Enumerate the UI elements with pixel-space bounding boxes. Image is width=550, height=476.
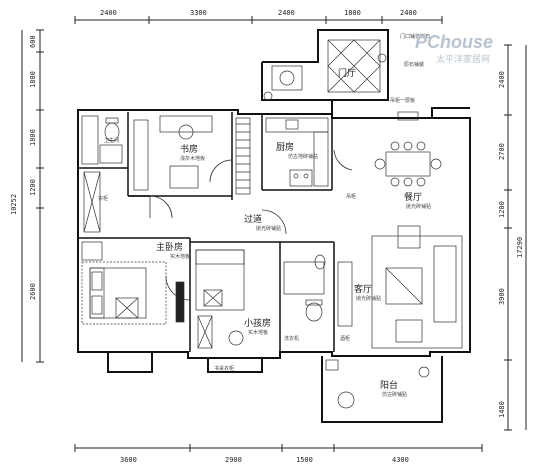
dining-table xyxy=(374,111,442,187)
floor-note-study: 浅灰木地板 xyxy=(180,155,205,162)
floor-note-balcony: 仿古砖铺贴 xyxy=(382,391,407,398)
left-dim-label: 600 xyxy=(29,35,37,48)
top-dim-label: 2400 xyxy=(278,9,295,17)
room-label-small-bedroom: 小孩房 xyxy=(244,317,271,329)
right-total-dim-label: 17290 xyxy=(516,237,524,258)
window-note-1: 门口铺花岗石 xyxy=(400,33,430,40)
floor-note-corridor: 抛光砖铺贴 xyxy=(256,225,281,232)
top-dim-label: 3300 xyxy=(190,9,207,17)
window-note-2: 原石铺装 xyxy=(404,61,424,68)
left-dim-label: 1800 xyxy=(29,71,37,88)
watermark-brand: PChouse xyxy=(415,32,493,52)
right-dim-label: 2700 xyxy=(498,143,506,160)
outer-walls xyxy=(77,29,471,423)
floor-note-dining: 抛光砖铺贴 xyxy=(406,203,431,210)
right-dimension-line xyxy=(504,44,527,431)
living-room-furniture xyxy=(337,225,463,349)
top-dimension-line xyxy=(74,16,443,24)
shelf-annotation: 酒柜 xyxy=(340,335,350,342)
laundry-annotation: 洗衣机 xyxy=(284,335,299,342)
left-dimension-line xyxy=(21,29,44,363)
top-dim-label: 2400 xyxy=(100,9,117,17)
floor-note-living: 抛光砖铺贴 xyxy=(356,295,381,302)
study-furniture xyxy=(133,115,251,195)
dining-side-annotation: 吊柜 xyxy=(346,193,356,200)
right-dim-label: 3900 xyxy=(498,288,506,305)
room-label-garden: 门厅 xyxy=(338,67,356,79)
right-dim-label: 1480 xyxy=(498,401,506,418)
bottom-dim-label: 4300 xyxy=(392,456,409,464)
left-dim-label: 1200 xyxy=(29,179,37,196)
balcony-furniture xyxy=(325,359,430,409)
floor-note-kitchen: 仿古地砖铺贴 xyxy=(288,153,318,160)
bottom-dimension-line xyxy=(74,444,483,452)
terrace-garden xyxy=(263,39,387,101)
bathroom-fixtures xyxy=(81,115,326,322)
small-bed xyxy=(195,249,245,349)
room-label-corridor: 过道 xyxy=(244,213,262,225)
left-total-dim-label: 10252 xyxy=(10,194,18,215)
bottom-dim-label: 3600 xyxy=(120,456,137,464)
child-room-annotation: 书桌衣柜 xyxy=(214,365,234,372)
dining-top-annotation: 吊柜一层板 xyxy=(390,97,415,104)
room-label-living: 客厅 xyxy=(354,283,372,295)
left-dim-label: 1800 xyxy=(29,129,37,146)
right-dim-label: 2400 xyxy=(498,71,506,88)
master-bed xyxy=(81,241,185,325)
doors xyxy=(149,149,353,301)
watermark-sub: 太平洋家居网 xyxy=(436,53,490,65)
bottom-dim-label: 2900 xyxy=(225,456,242,464)
room-label-master-bedroom: 主卧房 xyxy=(156,241,183,253)
room-label-kitchen: 厨房 xyxy=(276,141,294,153)
room-label-study: 书房 xyxy=(180,143,198,155)
wardrobe-annotation: 衣柜 xyxy=(98,195,108,202)
bath-annotation: 卫生间 xyxy=(104,137,119,144)
top-dim-label: 2400 xyxy=(400,9,417,17)
right-dim-label: 1200 xyxy=(498,201,506,218)
floor-note-small-bedroom: 实木地板 xyxy=(248,329,268,336)
interior-walls xyxy=(78,112,335,352)
floor-note-master-bedroom: 实木地板 xyxy=(170,253,190,260)
top-dim-label: 1800 xyxy=(344,9,361,17)
kitchen-furniture xyxy=(265,117,329,187)
bottom-dim-label: 1500 xyxy=(296,456,313,464)
room-label-dining: 餐厅 xyxy=(404,191,422,203)
room-label-balcony: 阳台 xyxy=(380,379,398,391)
left-dim-label: 2600 xyxy=(29,283,37,300)
